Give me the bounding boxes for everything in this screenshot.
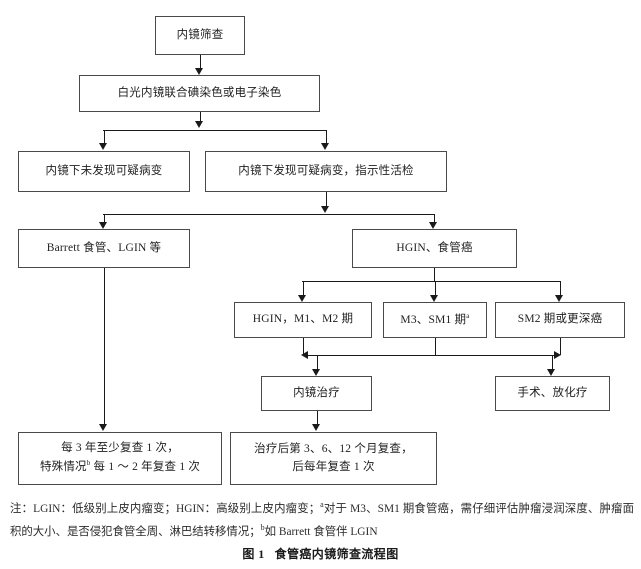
arrowhead-to-surgery <box>547 369 555 376</box>
arrowhead-to-stage-sm2 <box>555 295 563 302</box>
connector-hgin-down <box>433 268 435 281</box>
node-surgery-chemoradiotherapy: 手术、放化疗 <box>495 376 610 411</box>
arrowhead-barrett-to-followup <box>99 424 107 431</box>
node-followup-left-line1: 每 3 年至少复查 1 次， <box>61 442 179 455</box>
split-drop-stage-sm2 <box>559 281 561 295</box>
node-followup-surveillance-right: 治疗后第 3、6、12 个月复查， 后每年复查 1 次 <box>230 432 437 485</box>
footnote-superscript-a: a <box>320 500 324 509</box>
split-bar-row2-row3 <box>103 130 326 131</box>
node-followup-left-line2-pre: 特殊情况 <box>39 460 87 473</box>
bidirectional-decision-bar <box>308 355 554 356</box>
arrowhead-biopsy-down <box>321 206 329 213</box>
node-stage-m3-sm1-superscript: a <box>466 311 470 320</box>
connector-m1m2-down <box>302 338 304 355</box>
split-left-drop-row3 <box>103 130 105 143</box>
node-suspicious-lesion-biopsy: 内镜下发现可疑病变，指示性活检 <box>205 151 447 192</box>
arrowhead-to-stage-m1m2 <box>298 295 306 302</box>
arrowhead-to-no-lesion <box>99 143 107 150</box>
node-followup-surveillance-left-text: 每 3 年至少复查 1 次， 特殊情况b 每 1 ～ 2 年复查 1 次 <box>23 440 217 476</box>
figure-footnote: 注：LGIN：低级别上皮内瘤变；HGIN：高级别上皮内瘤变；a对于 M3、SM1… <box>10 497 634 543</box>
arrowhead-to-endoscopic-therapy <box>312 369 320 376</box>
node-stage-hgin-m1-m2: HGIN，M1、M2 期 <box>234 302 372 338</box>
node-hgin-esophageal-cancer-label: HGIN、食管癌 <box>396 241 473 254</box>
arrowhead-therapy-to-followup <box>312 424 320 431</box>
arrowhead-to-stage-m3sm1 <box>430 295 438 302</box>
node-followup-left-line2: 特殊情况b 每 1 ～ 2 年复查 1 次 <box>23 458 217 477</box>
figure-caption-number: 图 1 <box>242 547 265 561</box>
node-no-suspicious-lesion-label: 内镜下未发现可疑病变 <box>45 164 163 177</box>
node-stage-hgin-m1-m2-label: HGIN，M1、M2 期 <box>252 313 354 326</box>
footnote-prefix: 注：LGIN：低级别上皮内瘤变；HGIN：高级别上皮内瘤变； <box>10 502 321 515</box>
node-followup-left-line2-superscript: b <box>86 459 91 468</box>
connector-therapy-to-followup <box>316 411 318 424</box>
connector-screening-to-staining <box>199 55 201 68</box>
node-endoscopic-therapy-label: 内镜治疗 <box>293 386 340 399</box>
arrowhead-staining-down <box>195 121 203 128</box>
split-right-drop-row3 <box>325 130 327 143</box>
connector-to-surgery <box>551 355 553 369</box>
node-stage-sm2-or-deeper-label: SM2 期或更深癌 <box>517 313 603 326</box>
node-barrett-lgin: Barrett 食管、LGIN 等 <box>18 229 190 268</box>
connector-staining-down <box>199 112 201 121</box>
node-followup-surveillance-left: 每 3 年至少复查 1 次， 特殊情况b 每 1 ～ 2 年复查 1 次 <box>18 432 222 485</box>
footnote-note-b: 如 Barrett 食管伴 LGIN <box>264 525 378 538</box>
node-stage-sm2-or-deeper: SM2 期或更深癌 <box>495 302 625 338</box>
node-endoscopic-screening-label: 内镜筛查 <box>176 28 224 41</box>
node-followup-right-line2: 后每年复查 1 次 <box>292 460 375 473</box>
footnote-note-a: 对于 M3、SM1 期食管癌，需仔细评估肿瘤浸润深度、肿瘤面积的大小、是否侵犯食… <box>10 502 634 538</box>
node-white-light-staining-label: 白光内镜联合碘染色或电子染色 <box>117 86 282 99</box>
node-hgin-esophageal-cancer: HGIN、食管癌 <box>352 229 517 268</box>
split-bar-row4-row5 <box>302 281 560 282</box>
connector-biopsy-down <box>325 192 327 206</box>
node-followup-right-line1: 治疗后第 3、6、12 个月复查， <box>254 442 413 455</box>
node-no-suspicious-lesion: 内镜下未发现可疑病变 <box>18 151 190 192</box>
arrowhead-to-barrett <box>99 222 107 229</box>
arrowhead-to-lesion-biopsy <box>321 143 329 150</box>
arrowhead-screening-to-staining <box>195 68 203 75</box>
split-left-drop-row4 <box>103 214 105 222</box>
node-stage-m3-sm1: M3、SM1 期a <box>383 302 487 338</box>
connector-m3sm1-down <box>434 338 436 355</box>
arrowhead-to-hgin-cancer <box>429 222 437 229</box>
connector-sm2-down <box>559 338 561 355</box>
split-right-drop-row4 <box>433 214 435 222</box>
node-stage-m3-sm1-text: M3、SM1 期a <box>388 311 482 330</box>
figure-caption-title: 食管癌内镜筛查流程图 <box>274 547 399 561</box>
node-white-light-staining: 白光内镜联合碘染色或电子染色 <box>79 75 320 112</box>
node-suspicious-lesion-biopsy-label: 内镜下发现可疑病变，指示性活检 <box>238 164 414 177</box>
node-followup-surveillance-right-text: 治疗后第 3、6、12 个月复查， 后每年复查 1 次 <box>235 441 432 477</box>
node-endoscopic-screening: 内镜筛查 <box>155 16 245 55</box>
figure-caption: 图 1 食管癌内镜筛查流程图 <box>0 545 641 562</box>
node-followup-left-line2-post: 每 1 ～ 2 年复查 1 次 <box>90 460 201 473</box>
node-endoscopic-therapy: 内镜治疗 <box>261 376 372 411</box>
node-stage-m3-sm1-label: M3、SM1 期 <box>400 313 467 326</box>
connector-to-endoscopic-therapy <box>316 355 318 369</box>
node-barrett-lgin-label: Barrett 食管、LGIN 等 <box>46 241 162 254</box>
arrowhead-bidirectional-right <box>554 351 561 359</box>
node-surgery-chemoradiotherapy-label: 手术、放化疗 <box>517 386 588 399</box>
split-drop-stage-m1m2 <box>302 281 304 295</box>
footnote-superscript-b: b <box>260 523 265 533</box>
split-drop-stage-m3sm1 <box>434 281 436 295</box>
split-bar-row3-row4 <box>103 214 435 215</box>
connector-barrett-to-followup <box>103 268 105 424</box>
arrowhead-bidirectional-left <box>301 351 308 359</box>
